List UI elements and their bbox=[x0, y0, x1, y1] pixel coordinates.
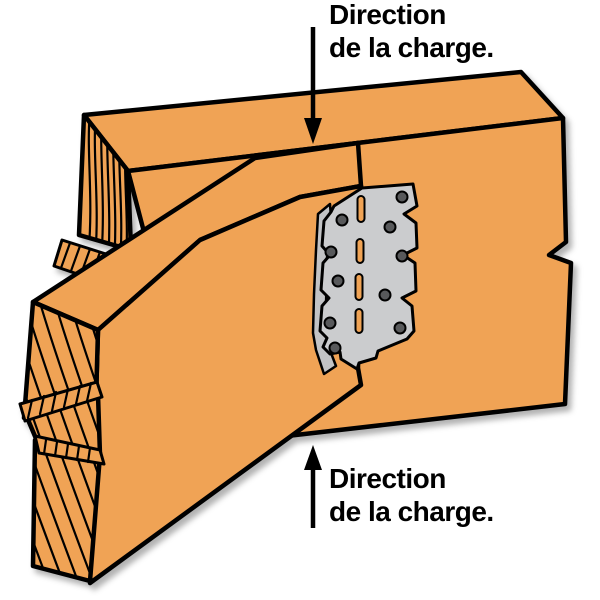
nail-hole bbox=[393, 321, 407, 335]
load-label-top-line1: Direction bbox=[329, 0, 446, 30]
load-arrow-top bbox=[304, 27, 322, 144]
plate-slot bbox=[354, 273, 364, 301]
connector-plate bbox=[311, 182, 419, 376]
plate-slots bbox=[354, 195, 366, 334]
nail-hole bbox=[324, 245, 338, 259]
load-label-top-line2: de la charge. bbox=[329, 32, 494, 63]
plate-nail-holes bbox=[323, 190, 409, 355]
nail-hole bbox=[323, 316, 337, 330]
load-label-top: Direction de la charge. bbox=[329, 0, 494, 64]
diagonal-joist bbox=[18, 140, 364, 586]
nail-hole bbox=[331, 274, 345, 288]
plate-slot bbox=[355, 238, 365, 264]
load-arrow-bottom bbox=[304, 445, 322, 528]
arrow-down-icon bbox=[304, 118, 322, 144]
arrow-up-icon bbox=[304, 445, 322, 470]
load-label-bottom-line2: de la charge. bbox=[329, 496, 494, 527]
plate-slot bbox=[356, 195, 366, 223]
plate-slot bbox=[354, 308, 364, 334]
joist-break-hatch-upper bbox=[26, 381, 93, 420]
nail-hole bbox=[335, 213, 349, 227]
load-label-bottom-line1: Direction bbox=[329, 463, 446, 494]
nail-hole bbox=[395, 249, 409, 263]
nail-hole bbox=[378, 288, 392, 302]
nail-hole bbox=[395, 190, 409, 204]
nail-hole bbox=[383, 220, 397, 234]
joist-break-hatch-lower bbox=[42, 438, 92, 464]
load-label-bottom: Direction de la charge. bbox=[329, 462, 494, 528]
nail-hole bbox=[328, 341, 342, 355]
